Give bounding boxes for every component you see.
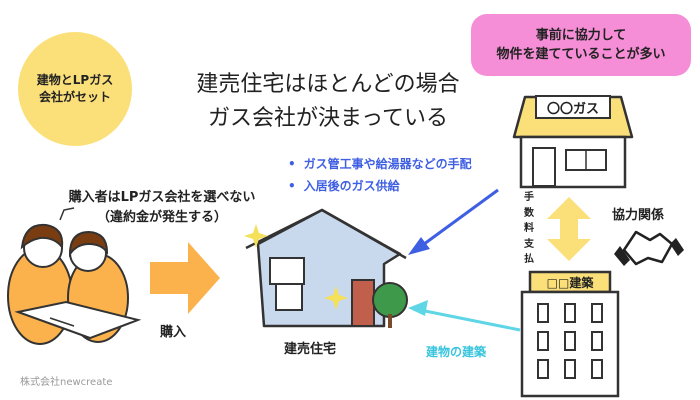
construction-arrowhead xyxy=(408,300,428,316)
builder-sign: □□建築 xyxy=(547,275,595,290)
purchase-label: 購入 xyxy=(160,325,187,340)
fee-char: 支 xyxy=(524,238,534,250)
builder-building xyxy=(520,270,620,398)
buyer-note-line-2: （違約金が発生する） xyxy=(96,210,227,226)
callout-line-1: 事前に協力して xyxy=(535,27,627,43)
company-credit: 株式会社newcreate xyxy=(20,377,113,388)
gas-company-building xyxy=(512,95,634,189)
cooperation-callout: 事前に協力して 物件を建てていることが多い xyxy=(471,14,691,76)
fee-char: 数 xyxy=(524,207,534,219)
purchase-arrow xyxy=(150,242,220,314)
set-badge: 建物とLPガス 会社がセット xyxy=(18,32,132,146)
cooperation-label: 協力関係 xyxy=(612,208,665,223)
fee-char: 払 xyxy=(524,254,534,265)
title-line-1: 建売住宅はほとんどの場合 xyxy=(196,72,460,97)
fee-payment-label: 手 数 料 支 払 xyxy=(522,190,536,268)
buyer-note-line-1: 購入者はLPガス会社を選べない xyxy=(68,190,256,205)
gas-service-arrow xyxy=(419,188,499,249)
badge-line-1: 建物とLPガス xyxy=(36,72,114,87)
gas-company-sign: 〇〇ガス xyxy=(547,101,599,117)
cooperation-arrow xyxy=(547,197,591,261)
fee-char: 料 xyxy=(524,223,534,234)
gas-service-arrowhead xyxy=(408,237,430,255)
couple-illustration xyxy=(7,207,142,345)
badge-line-2: 会社がセット xyxy=(38,90,111,104)
construction-arrow xyxy=(419,308,521,332)
house-label: 建売住宅 xyxy=(284,342,337,357)
title-line-2: ガス会社が決まっている xyxy=(207,106,449,132)
house-illustration xyxy=(244,208,408,328)
main-title: 建売住宅はほとんどの場合 ガス会社が決まっている xyxy=(168,68,488,136)
fee-char: 手 xyxy=(524,192,534,203)
handshake-icon xyxy=(614,230,684,266)
construction-label: 建物の建築 xyxy=(426,345,487,359)
buyer-note: 購入者はLPガス会社を選べない （違約金が発生する） xyxy=(42,188,282,228)
gas-task-list: ガス管工事や給湯器などの手配 入居後のガス供給 xyxy=(288,153,472,197)
callout-line-2: 物件を建てていることが多い xyxy=(496,47,666,62)
gas-task-item: ガス管工事や給湯器などの手配 xyxy=(288,153,472,175)
gas-task-item: 入居後のガス供給 xyxy=(288,175,472,197)
